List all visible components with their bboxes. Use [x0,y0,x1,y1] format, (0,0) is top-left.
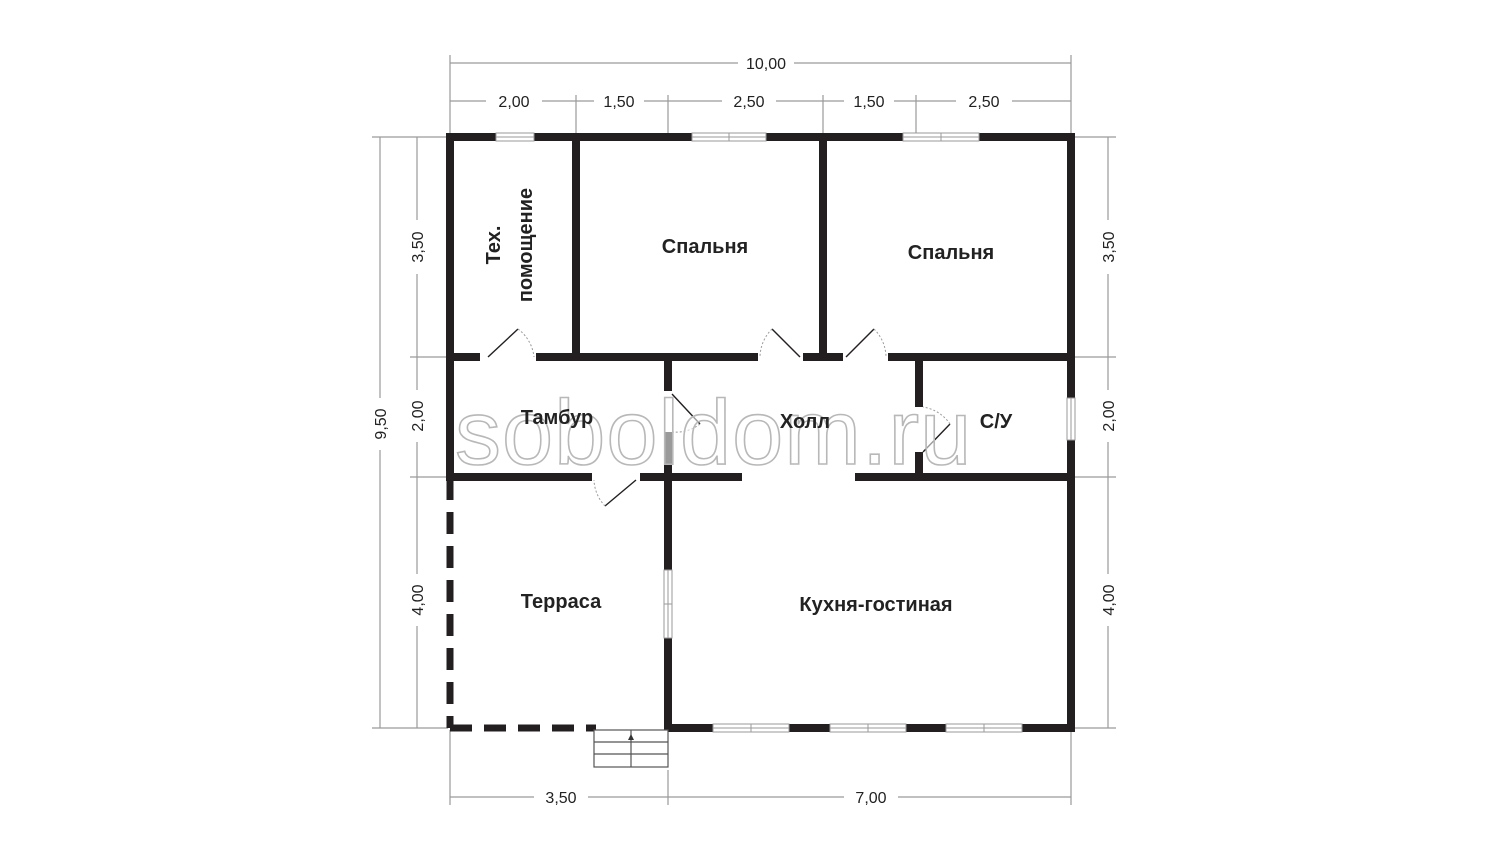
dimension-labels: 10,00 2,00 1,50 2,50 1,50 2,50 3,50 7,00… [373,56,1118,807]
room-bedroom-left-label: Спальня [662,236,748,258]
bottom-dim-2: 7,00 [855,790,886,807]
entrance-stairs [593,729,669,768]
dimension-lines [370,53,1118,807]
top-dim-1: 2,00 [498,94,529,111]
room-kitchen-living-label: Кухня-гостиная [799,594,952,616]
room-hall-label: Холл [780,411,830,433]
watermark: soboldom.ru [455,382,972,484]
bottom-dim-1: 3,50 [545,790,576,807]
room-tech-label-line1: Тех. [483,226,505,265]
room-bathroom-label: С/У [980,411,1013,433]
top-dim-5: 2,50 [968,94,999,111]
overall-height-label: 9,50 [373,408,390,439]
left-dim-3: 4,00 [410,584,427,615]
overall-width-label: 10,00 [746,56,786,73]
right-dim-3: 4,00 [1101,584,1118,615]
right-dim-2: 2,00 [1101,400,1118,431]
arrow-up-icon [628,734,634,740]
room-labels: Тех. помощение Спальня Спальня Тамбур Хо… [483,188,1013,616]
left-dim-2: 2,00 [410,400,427,431]
top-dim-2: 1,50 [603,94,634,111]
room-bedroom-right-label: Спальня [908,242,994,264]
right-dim-1: 3,50 [1101,231,1118,262]
windows [495,132,1076,733]
top-dim-3: 2,50 [733,94,764,111]
left-dim-1: 3,50 [410,231,427,262]
doors [487,328,951,507]
room-terrace-label: Терраса [521,591,602,613]
room-vestibule-label: Тамбур [521,407,594,429]
terrace-outline [446,478,596,732]
room-tech-label-line2: помощение [515,188,537,302]
top-dim-4: 1,50 [853,94,884,111]
